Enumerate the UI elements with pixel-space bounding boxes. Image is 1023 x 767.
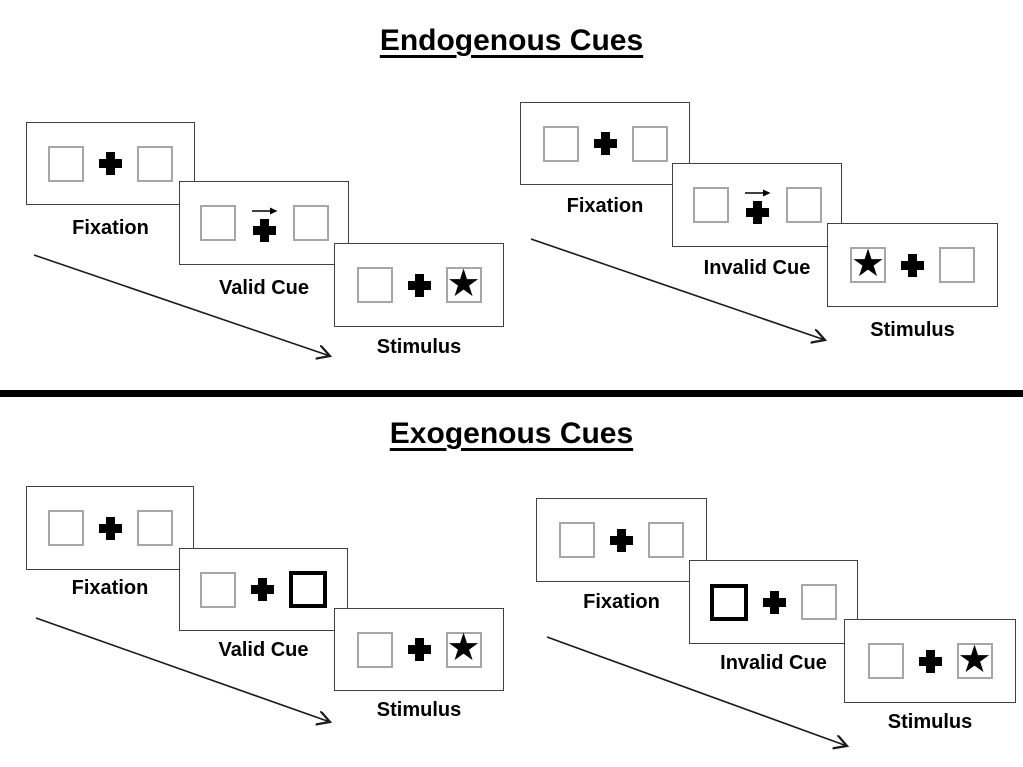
- stimulus-label: Stimulus: [887, 711, 973, 733]
- left-placeholder-box: [200, 571, 236, 608]
- right-placeholder-box: [137, 145, 173, 182]
- center-group: [901, 253, 924, 277]
- target-star-box: ★: [850, 242, 886, 285]
- stimulus-label: Stimulus: [376, 699, 462, 721]
- center-group: [918, 649, 942, 673]
- valid-cue-label: Valid Cue: [218, 639, 309, 661]
- valid-cue-panel: [179, 548, 348, 631]
- left-placeholder-box: [48, 145, 84, 182]
- fixation-panel: [26, 122, 195, 205]
- invalid-cue-panel: [672, 163, 842, 247]
- center-group: [593, 132, 617, 155]
- left-placeholder-box: [867, 643, 904, 679]
- center-group: [98, 516, 122, 540]
- right-placeholder-box: [292, 205, 329, 241]
- sequence-timeline-arrow: [33, 254, 341, 365]
- right-placeholder-box: [939, 247, 975, 283]
- fixation-panel: [536, 498, 707, 582]
- fixation-cross-icon: [99, 152, 122, 175]
- stimulus-panel: ★: [334, 608, 504, 691]
- center-group: [251, 205, 278, 242]
- sequence-timeline-arrow: [35, 617, 341, 731]
- fixation-cross-icon: [251, 578, 274, 601]
- center-group: [99, 152, 122, 175]
- right-placeholder-box: [136, 510, 173, 546]
- fixation-panel: [520, 102, 690, 185]
- highlighted-cue-box: [289, 571, 327, 608]
- center-group: [763, 590, 786, 614]
- center-group: [610, 528, 633, 552]
- right-placeholder-box: [631, 125, 668, 162]
- fixation-panel: [26, 486, 194, 570]
- left-placeholder-box: [559, 522, 595, 558]
- invalid-cue-label: Invalid Cue: [720, 652, 827, 674]
- fixation-cross-icon: [98, 516, 122, 540]
- target-star-box: ★: [956, 638, 993, 681]
- stimulus-label: Stimulus: [870, 319, 955, 341]
- fixation-cross-icon: [763, 590, 786, 614]
- section-divider: [0, 390, 1023, 397]
- fixation-label: Fixation: [71, 577, 149, 599]
- fixation-cross-icon: [407, 273, 431, 297]
- stimulus-panel: ★: [334, 243, 504, 327]
- left-placeholder-box: [47, 510, 84, 546]
- valid-cue-panel: [179, 181, 349, 265]
- target-star-box: ★: [445, 627, 482, 669]
- cue-arrow-icon: [744, 189, 770, 196]
- left-placeholder-box: [356, 631, 393, 668]
- invalid-cue-panel: [689, 560, 858, 644]
- section-title-endogenous: Endogenous Cues: [379, 24, 644, 57]
- right-placeholder-box: [648, 522, 684, 558]
- stimulus-panel: ★: [827, 223, 998, 307]
- target-star-box: ★: [445, 262, 482, 305]
- center-group: [407, 273, 431, 297]
- stimulus-panel: ★: [844, 619, 1016, 703]
- fixation-label: Fixation: [583, 591, 660, 613]
- fixation-cross-icon: [610, 528, 633, 552]
- sequence-timeline-arrow: [530, 238, 836, 349]
- valid-cue-label: Valid Cue: [218, 277, 310, 299]
- left-placeholder-box: [692, 187, 729, 223]
- cue-arrow-icon: [251, 207, 277, 214]
- section-title-exogenous: Exogenous Cues: [389, 417, 634, 450]
- fixation-cross-icon: [407, 638, 431, 661]
- fixation-cross-icon: [745, 200, 769, 224]
- right-placeholder-box: [785, 187, 822, 223]
- center-group: [407, 638, 431, 661]
- stimulus-label: Stimulus: [376, 336, 462, 358]
- fixation-cross-icon: [593, 132, 617, 155]
- invalid-cue-label: Invalid Cue: [703, 257, 811, 279]
- highlighted-cue-box: [710, 583, 748, 621]
- center-group: [251, 578, 274, 601]
- fixation-cross-icon: [901, 253, 924, 277]
- fixation-cross-icon: [252, 218, 276, 242]
- left-placeholder-box: [356, 267, 393, 303]
- sequence-timeline-arrow: [546, 636, 858, 755]
- center-group: [744, 187, 771, 224]
- fixation-label: Fixation: [72, 217, 149, 239]
- right-placeholder-box: [801, 584, 837, 620]
- left-placeholder-box: [542, 125, 579, 162]
- left-placeholder-box: [199, 205, 236, 241]
- fixation-cross-icon: [918, 649, 942, 673]
- fixation-label: Fixation: [566, 195, 644, 217]
